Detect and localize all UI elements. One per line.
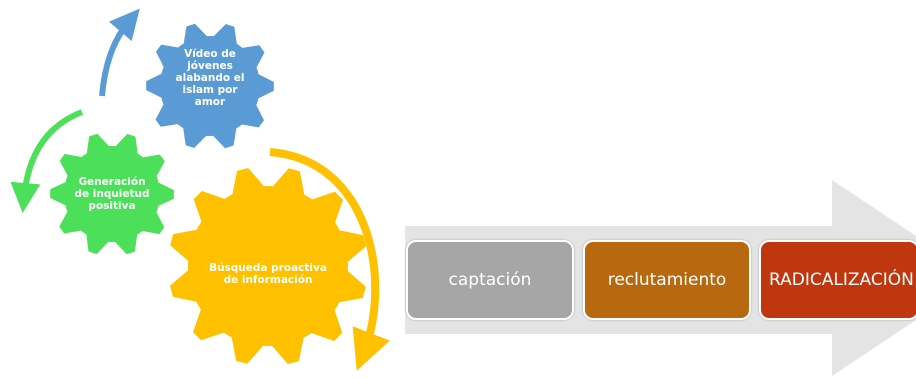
- cycle-arrow-yellow: [269, 148, 390, 371]
- stage-reclutamiento: reclutamiento: [583, 240, 751, 320]
- cycle-arrow-green: [10, 109, 84, 213]
- gear-label-video: Vídeo de jóvenes alabando el islam por a…: [175, 48, 245, 109]
- stage-radicalizacion: RADICALIZACIÓN: [759, 240, 916, 320]
- stage-radicalizacion-label: RADICALIZACIÓN: [769, 270, 914, 290]
- gear-label-generacion: Generación de inquietud positiva: [74, 176, 150, 213]
- gear-label-busqueda: Búsqueda proactiva de información: [209, 262, 327, 287]
- gear-video: [146, 23, 274, 149]
- gear-busqueda: [170, 168, 366, 364]
- stage-captacion-label: captación: [448, 270, 532, 290]
- cycle-arrow-blue: [99, 8, 140, 97]
- gear-generacion: [50, 133, 174, 255]
- stage-reclutamiento-label: reclutamiento: [607, 270, 727, 290]
- stage-captacion: captación: [406, 240, 574, 320]
